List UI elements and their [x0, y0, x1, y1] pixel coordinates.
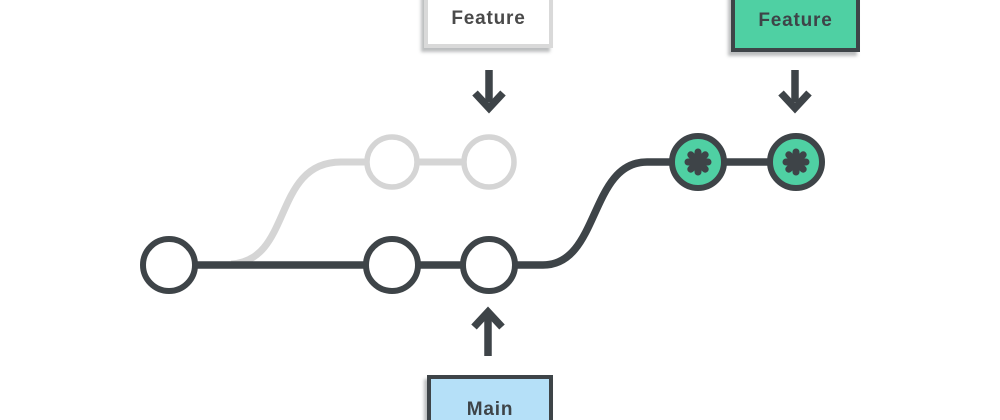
commit-node-feature1-1	[364, 134, 420, 190]
asterisk-icon	[782, 148, 810, 176]
feature-branch-label-text: Feature	[451, 8, 526, 29]
main-branch-label-text: Main	[466, 399, 514, 420]
main-branch-label: Main	[427, 375, 553, 420]
up-arrow-icon	[471, 306, 505, 356]
asterisk-icon	[684, 148, 712, 176]
commit-node-main-1	[140, 236, 198, 294]
feature-branch-label-unmerged: Feature	[424, 0, 553, 48]
feature-branch-label-text: Feature	[758, 10, 833, 31]
commit-node-main-3	[460, 236, 518, 294]
feature-branch-1-line	[230, 158, 489, 268]
down-arrow-icon	[472, 70, 506, 114]
down-arrow-icon	[778, 70, 812, 114]
main-branch-line	[169, 158, 796, 269]
commit-node-feature1-2	[461, 134, 517, 190]
feature-branch-label-merged: Feature	[731, 0, 860, 52]
commit-node-main-2	[363, 236, 421, 294]
